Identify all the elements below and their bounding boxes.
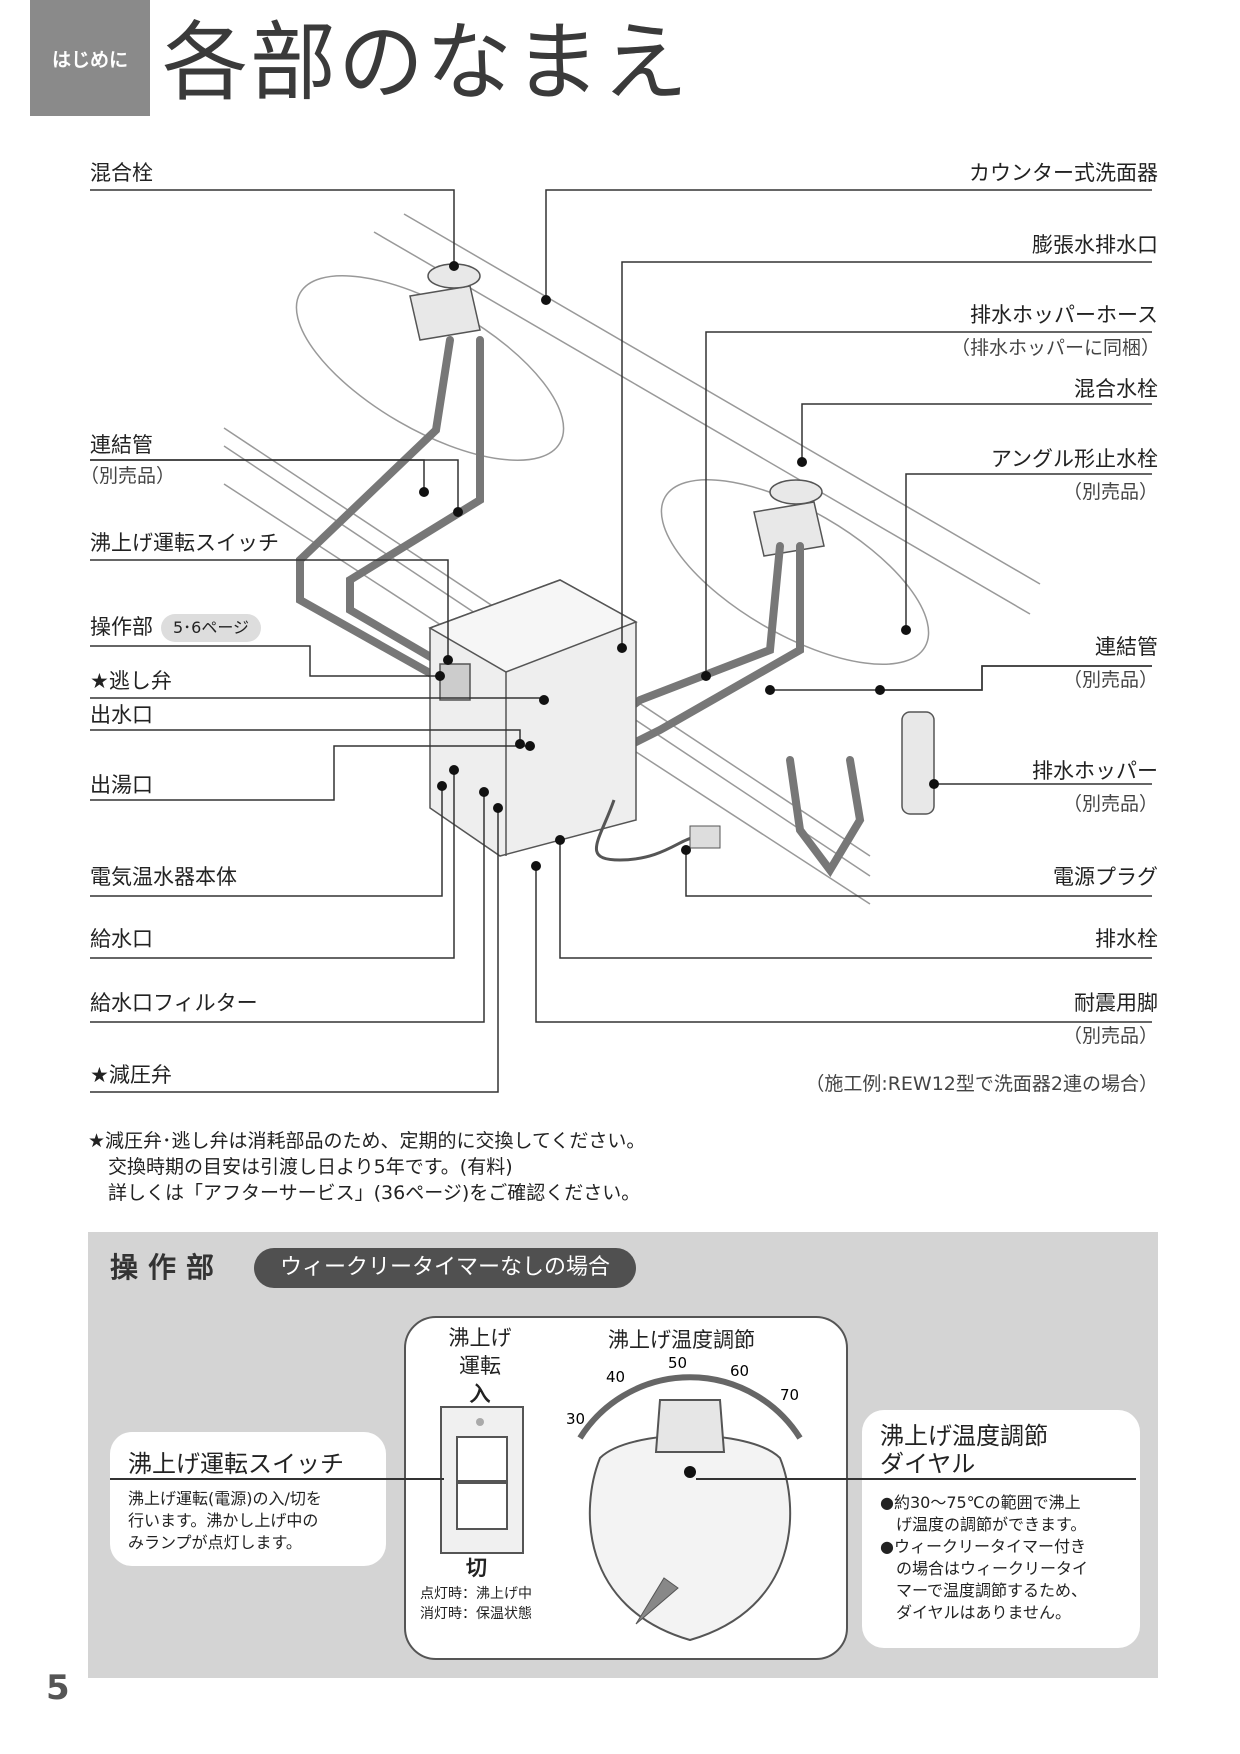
temperature-dial[interactable]: 30 40 50 60 70 — [540, 1348, 840, 1650]
leader-dots — [419, 261, 939, 871]
basin-right-outline — [660, 479, 930, 665]
switch-heading: 沸上げ 運転 入 — [438, 1324, 522, 1408]
dial-tick-40: 40 — [606, 1368, 625, 1386]
label-expansion-drain: 膨張水排水口 — [1032, 233, 1158, 257]
lamp-legend: 点灯時：沸上げ中 消灯時：保温状態 — [420, 1584, 532, 1624]
operation-panel-title: 操作部 — [110, 1251, 225, 1284]
dial-bullet-2-line-1: ●ウィークリータイマー付き — [880, 1537, 1086, 1556]
lamp-legend-off: 消灯時：保温状態 — [420, 1606, 532, 1622]
dial-grip — [654, 1399, 726, 1453]
switch-heading-line-2: 運転 — [459, 1354, 501, 1378]
dial-description-bubble: 沸上げ温度調節 ダイヤル ●約30〜75℃の範囲で沸上 げ温度の調節ができます。… — [862, 1410, 1140, 1648]
label-pressure-reducing-valve: ★減圧弁 — [90, 1063, 172, 1087]
operation-panel-badge: ウィークリータイマーなしの場合 — [254, 1248, 637, 1288]
label-faucet: 混合栓 — [90, 161, 153, 185]
dial-tick-60: 60 — [730, 1362, 749, 1380]
switch-off-label: 切 — [466, 1556, 487, 1580]
label-mixing-faucet: 混合水栓 — [1074, 377, 1158, 401]
label-seismic-legs-sub: （別売品） — [1062, 1025, 1158, 1047]
label-hopper-hose-sub: （排水ホッパーに同梱） — [950, 337, 1160, 359]
section-tag: はじめに — [30, 0, 150, 116]
dial-description-title-1: 沸上げ温度調節 — [880, 1422, 1048, 1450]
label-angle-stop-valve-sub: （別売品） — [1062, 481, 1158, 503]
faucet-right-body — [753, 501, 825, 557]
label-heater-body: 電気温水器本体 — [90, 865, 237, 889]
leader-lines — [90, 189, 1152, 1093]
dial-tick-50: 50 — [668, 1354, 687, 1372]
label-water-outlet: 出水口 — [90, 703, 153, 727]
heater-body — [428, 579, 638, 857]
dial-description-text: ●約30〜75℃の範囲で沸上 げ温度の調節ができます。 ●ウィークリータイマー付… — [880, 1492, 1088, 1624]
page-number: 5 — [46, 1668, 70, 1708]
dial-bullet-1-line-1: ●約30〜75℃の範囲で沸上 — [880, 1493, 1081, 1512]
dial-tick-30: 30 — [566, 1410, 585, 1428]
label-hot-water-outlet: 出湯口 — [90, 773, 153, 797]
label-power-plug: 電源プラグ — [1053, 865, 1158, 889]
lamp-indicator — [476, 1418, 484, 1426]
label-drain-hopper: 排水ホッパー — [1032, 759, 1158, 783]
lamp-legend-on: 点灯時：沸上げ中 — [420, 1586, 532, 1602]
dial-bullet-2-line-3: マーで温度調節するため、 — [896, 1581, 1088, 1600]
label-connecting-pipe-left-sub: （別売品） — [80, 465, 176, 487]
switch-description-title: 沸上げ運転スイッチ — [128, 1450, 344, 1478]
switch-description-line-1: 沸上げ運転(電源)の入/切を — [128, 1489, 322, 1508]
label-connecting-pipe-right: 連結管 — [1095, 635, 1158, 659]
label-connecting-pipe-left: 連結管 — [90, 433, 153, 457]
switch-description-line-2: 行います。沸かし上げ中の — [128, 1511, 319, 1530]
switch-heading-line-1: 沸上げ — [448, 1326, 512, 1350]
switch-leader-line — [386, 1478, 444, 1480]
maintenance-notes: ★減圧弁･逃し弁は消耗部品のため、定期的に交換してください。 交換時期の目安は引… — [88, 1128, 645, 1206]
dial-bullet-2-line-2: の場合はウィークリータイ — [896, 1559, 1089, 1578]
dial-pointer — [635, 1577, 679, 1625]
dial-description-title: 沸上げ温度調節 ダイヤル — [880, 1422, 1048, 1478]
dial-heading: 沸上げ温度調節 — [608, 1328, 755, 1352]
power-cord — [594, 799, 693, 862]
label-inlet-filter: 給水口フィルター — [90, 991, 258, 1015]
operation-panel-shape — [439, 663, 471, 701]
label-water-inlet: 給水口 — [90, 927, 153, 951]
label-operation-panel-text: 操作部 — [90, 615, 153, 639]
installation-diagram — [90, 189, 1152, 1093]
label-seismic-legs: 耐震用脚 — [1074, 991, 1158, 1015]
installation-example-caption: （施工例:REW12型で洗面器2連の場合） — [805, 1073, 1158, 1095]
dial-leader-dot — [684, 1466, 696, 1478]
power-plug-shape — [689, 825, 721, 849]
faucet-right-handle — [769, 479, 823, 505]
page-ref-badge: 5･6ページ — [161, 614, 262, 642]
note-line-1: ★減圧弁･逃し弁は消耗部品のため、定期的に交換してください。 — [88, 1130, 646, 1152]
label-angle-stop-valve: アングル形止水栓 — [990, 447, 1158, 471]
label-drain-hopper-sub: （別売品） — [1062, 793, 1158, 815]
page-title: 各部のなまえ — [162, 13, 690, 113]
switch-description-text: 沸上げ運転(電源)の入/切を 行います。沸かし上げ中の みランプが点灯します。 — [128, 1488, 322, 1554]
dial-bullet-1-line-2: げ温度の調節ができます。 — [896, 1515, 1087, 1534]
drain-hopper — [901, 711, 935, 815]
dial-description-title-2: ダイヤル — [880, 1450, 976, 1478]
boil-switch-toggle[interactable] — [456, 1436, 508, 1530]
faucet-left-body — [409, 285, 481, 341]
label-operation-panel: 操作部 5･6ページ — [90, 614, 262, 642]
dial-leader-line — [696, 1478, 1136, 1480]
switch-description-line-3: みランプが点灯します。 — [128, 1533, 302, 1552]
dial-tick-70: 70 — [780, 1386, 799, 1404]
dial-scale-arc — [577, 1374, 803, 1440]
dial-bullet-2-line-4: ダイヤルはありません。 — [896, 1603, 1072, 1622]
label-hopper-hose: 排水ホッパーホース — [970, 303, 1158, 327]
note-line-2: 交換時期の目安は引渡し日より5年です。(有料) — [108, 1156, 513, 1178]
label-connecting-pipe-right-sub: （別売品） — [1062, 669, 1158, 691]
switch-on-label: 入 — [469, 1382, 491, 1406]
boil-switch-plate — [440, 1406, 524, 1554]
switch-description-bubble: 沸上げ運転スイッチ 沸上げ運転(電源)の入/切を 行います。沸かし上げ中の みラ… — [110, 1432, 386, 1566]
label-counter-basin: カウンター式洗面器 — [969, 161, 1158, 185]
note-line-3: 詳しくは「アフターサービス」(36ページ)をご確認ください。 — [108, 1182, 641, 1204]
label-relief-valve: ★逃し弁 — [90, 669, 172, 693]
label-boil-switch: 沸上げ運転スイッチ — [90, 531, 279, 555]
label-drain-plug: 排水栓 — [1095, 927, 1158, 951]
